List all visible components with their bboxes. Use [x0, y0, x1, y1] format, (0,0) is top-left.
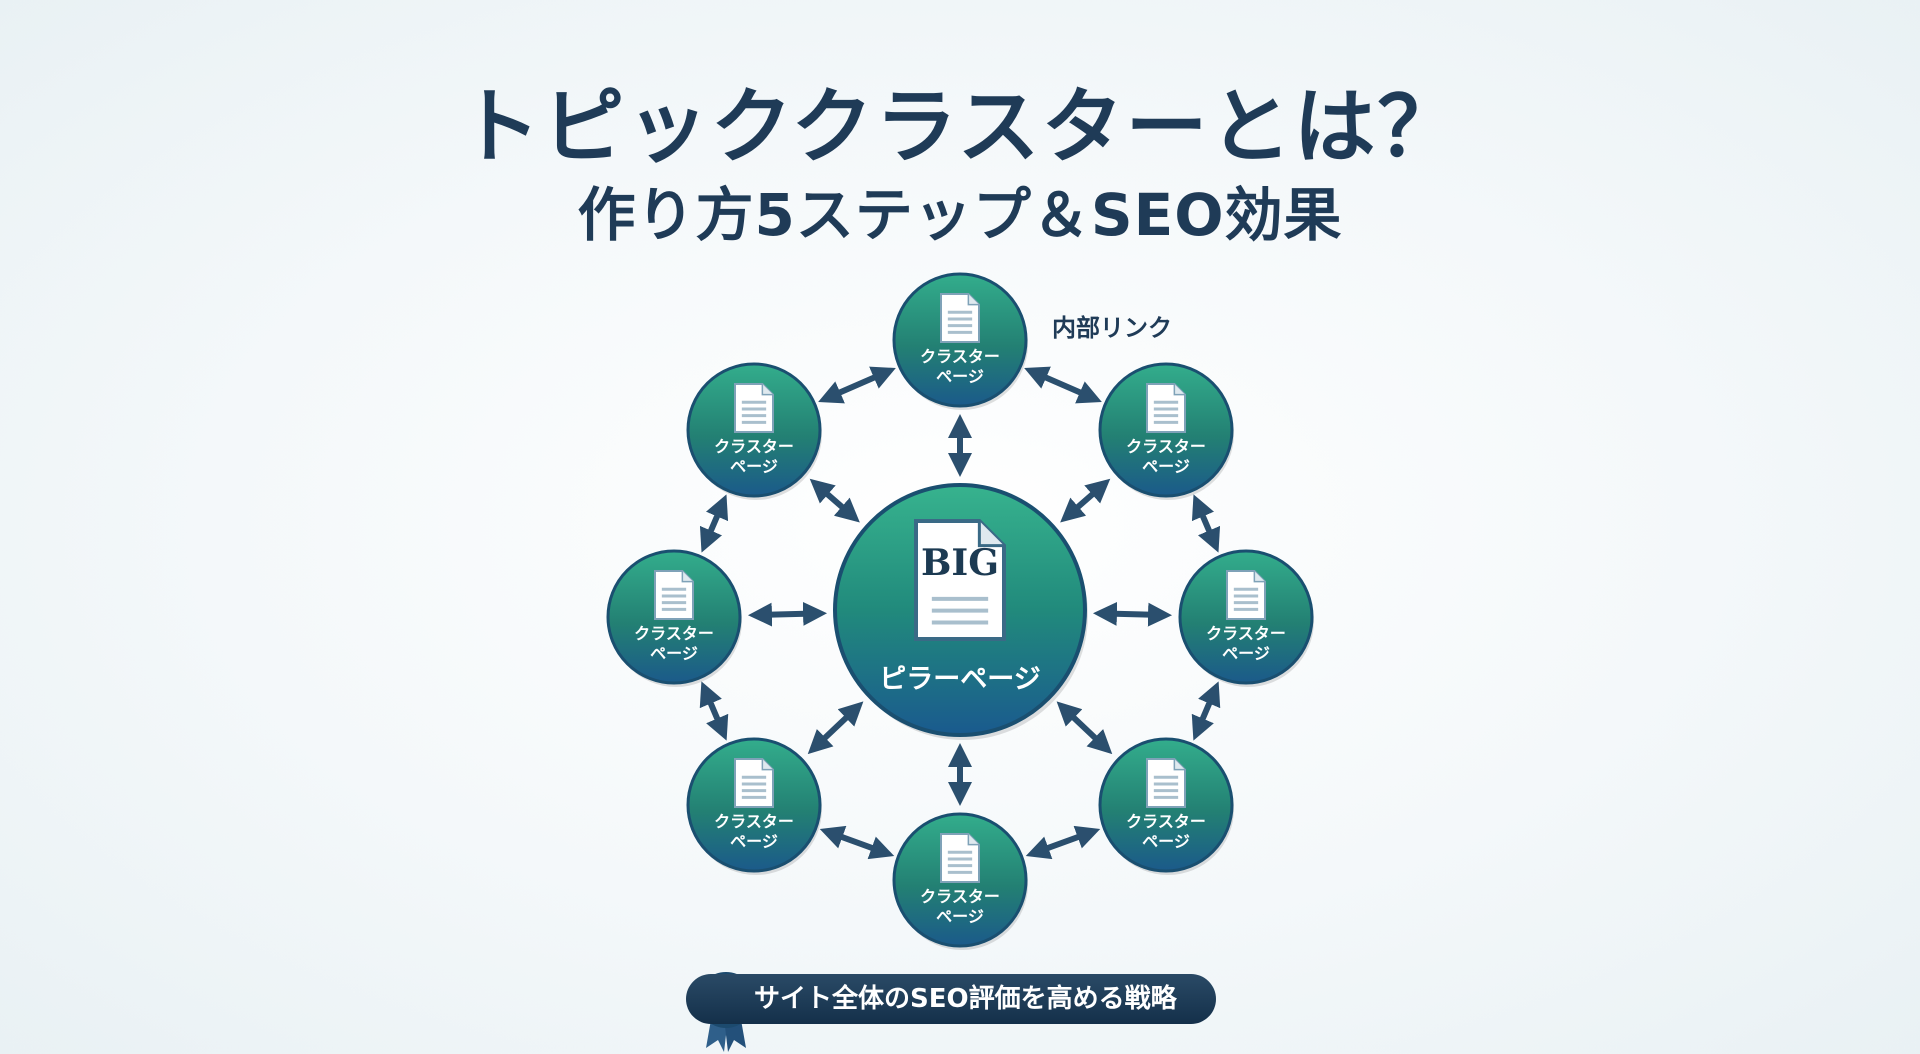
- bidirectional-link-arrow: [818, 366, 896, 404]
- cluster-page-nodes: クラスターページクラスターページクラスターページクラスターページクラスターページ…: [606, 272, 1314, 950]
- strategy-banner: サイト全体のSEO評価を高める戦略: [686, 974, 1216, 1024]
- page-subtitle: 作り方5ステップ＆SEO効果: [577, 181, 1343, 249]
- cluster-label-line1: クラスター: [1126, 812, 1206, 831]
- bidirectional-link-arrow: [699, 494, 729, 553]
- bidirectional-link-arrow: [1191, 681, 1221, 741]
- cluster-label-line2: ページ: [1222, 644, 1270, 663]
- bidirectional-link-arrow: [747, 601, 828, 627]
- bidirectional-link-arrow: [1060, 478, 1111, 523]
- bidirectional-link-arrow: [1092, 601, 1173, 627]
- bidirectional-link-arrow: [809, 478, 860, 523]
- cluster-label-line2: ページ: [730, 457, 778, 476]
- bidirectional-link-arrow: [699, 681, 729, 741]
- internal-link-label: 内部リンク: [1052, 314, 1172, 342]
- cluster-label-line1: クラスター: [1206, 624, 1286, 643]
- document-icon: [1226, 570, 1266, 620]
- document-icon: [1146, 758, 1186, 808]
- cluster-label-line2: ページ: [936, 907, 984, 926]
- cluster-label-line1: クラスター: [1126, 437, 1206, 456]
- pillar-page-node: BIG ピラーページ: [833, 483, 1088, 740]
- document-icon: [734, 383, 774, 433]
- bidirectional-link-arrow: [1024, 366, 1102, 404]
- cluster-label-line1: クラスター: [634, 624, 714, 643]
- cluster-label-line1: クラスター: [920, 347, 1000, 366]
- cluster-label-line2: ページ: [650, 644, 698, 663]
- bidirectional-link-arrow: [1191, 494, 1221, 553]
- document-icon: [940, 293, 980, 343]
- pillar-doc-label: BIG: [921, 542, 999, 584]
- document-icon: [914, 519, 1006, 641]
- internal-link-arrows: [699, 366, 1221, 860]
- cluster-label-line2: ページ: [936, 367, 984, 386]
- bidirectional-link-arrow: [807, 701, 864, 755]
- document-icon: [1146, 383, 1186, 433]
- cluster-label-line2: ページ: [1142, 457, 1190, 476]
- document-icon: [654, 570, 694, 620]
- pillar-page-label: ピラーページ: [879, 664, 1040, 695]
- bidirectional-link-arrow: [1056, 701, 1113, 755]
- cluster-label-line1: クラスター: [920, 887, 1000, 906]
- page-title: トピッククラスターとは？: [458, 80, 1462, 175]
- document-icon: [734, 758, 774, 808]
- cluster-label-line1: クラスター: [714, 437, 794, 456]
- cluster-label-line2: ページ: [1142, 832, 1190, 851]
- document-icon: [940, 833, 980, 883]
- cluster-label-line2: ページ: [730, 832, 778, 851]
- bidirectional-link-arrow: [1025, 825, 1101, 860]
- cluster-label-line1: クラスター: [714, 812, 794, 831]
- bidirectional-link-arrow: [819, 825, 895, 860]
